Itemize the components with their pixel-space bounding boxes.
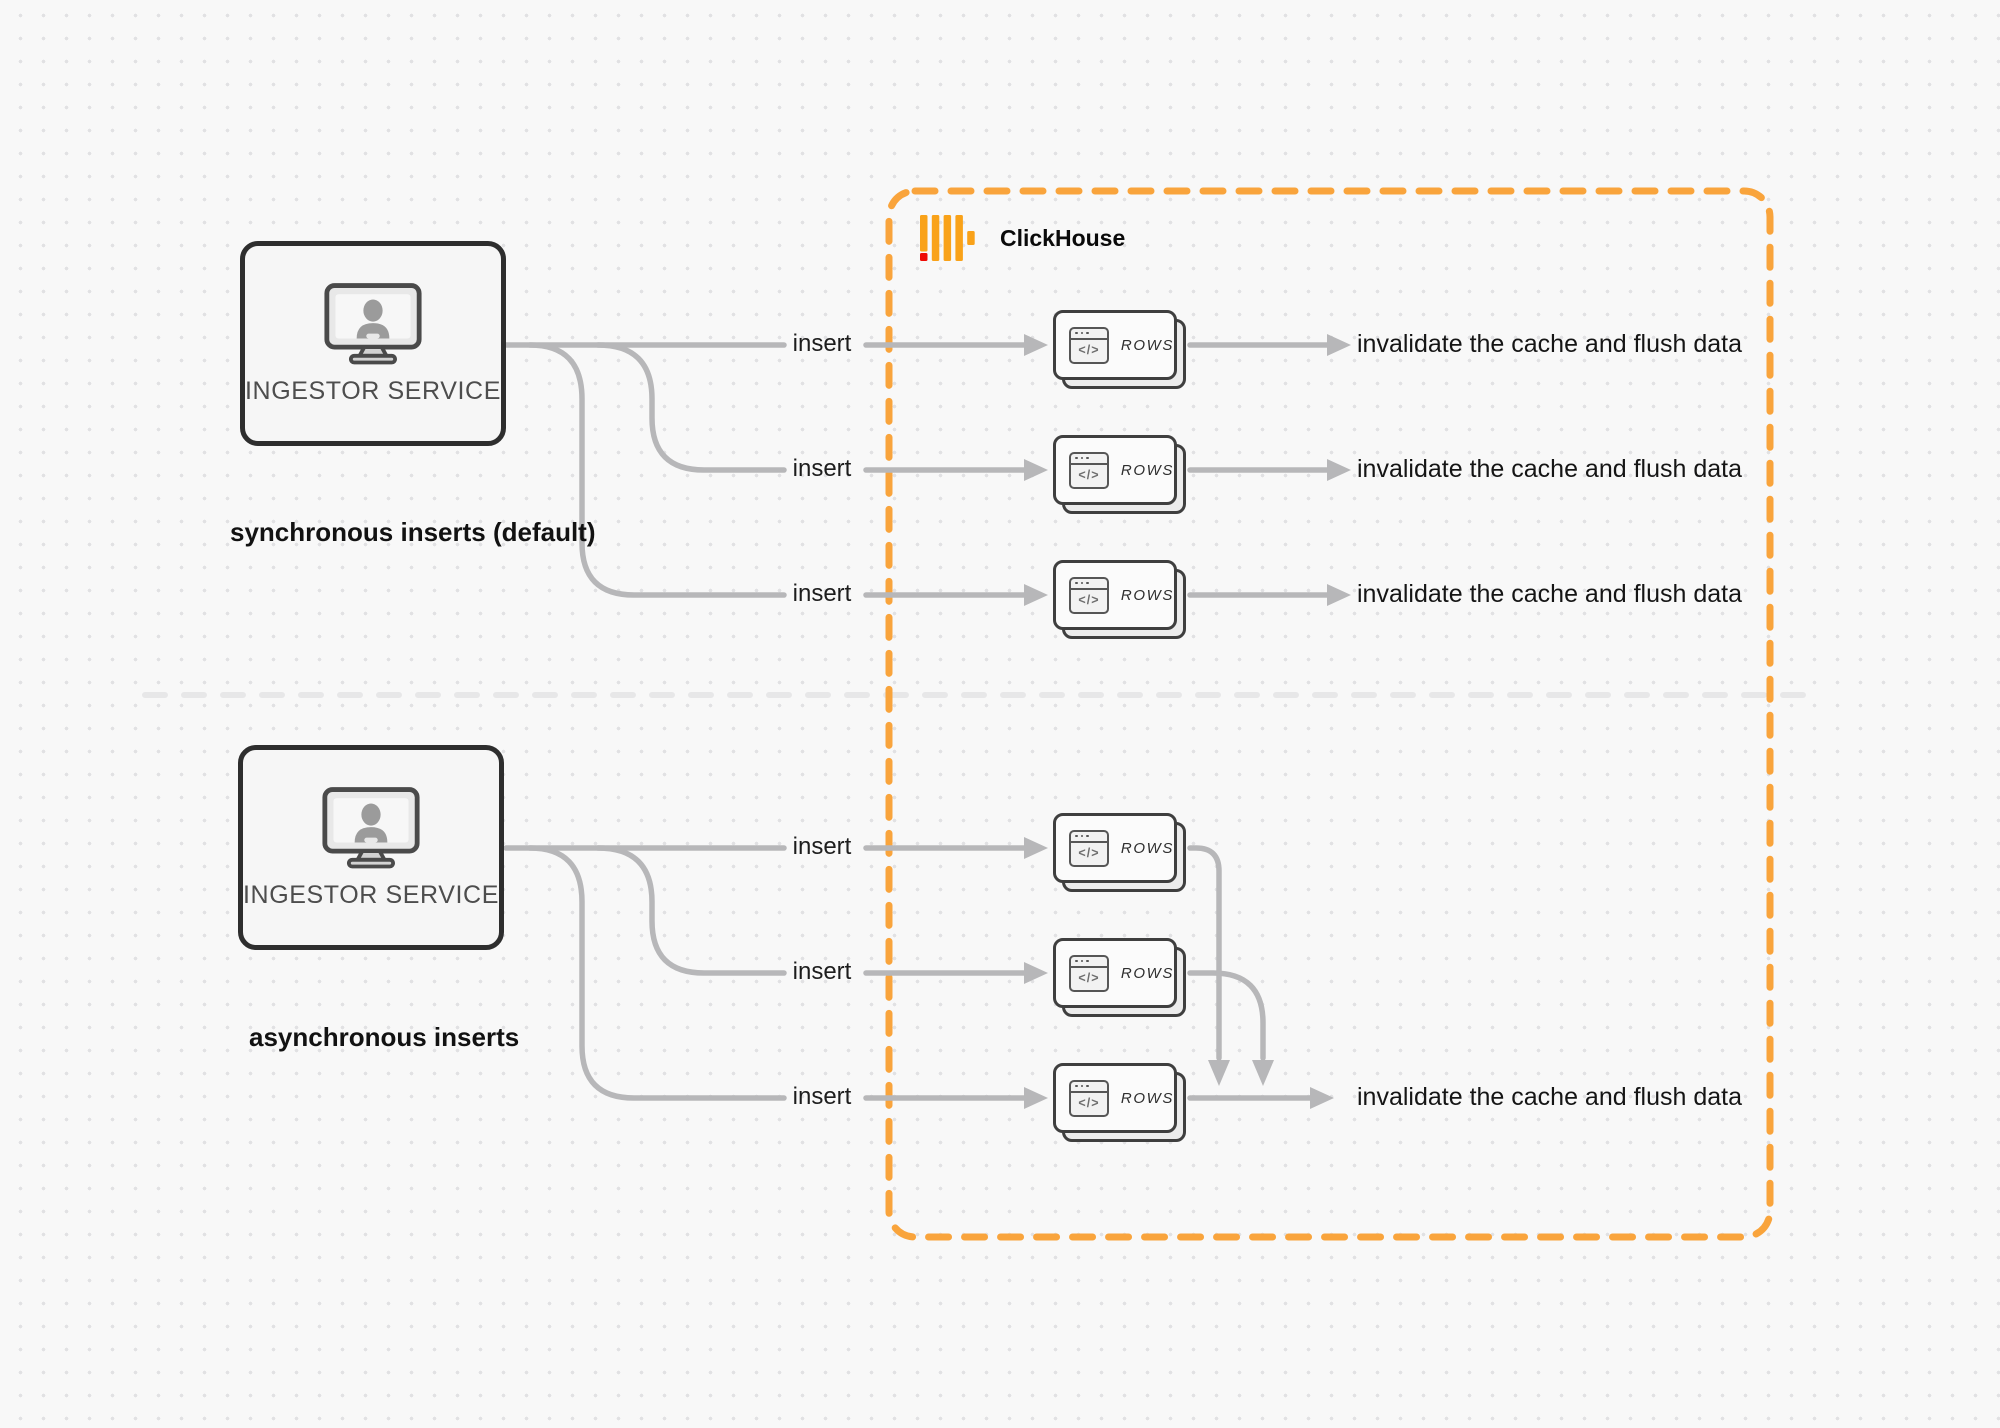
clickhouse-name: ClickHouse bbox=[1000, 224, 1126, 251]
ingestor-service-label: INGESTOR SERVICE bbox=[245, 377, 501, 405]
arrowheads bbox=[1024, 334, 1351, 1109]
rows-card-label: ROWS bbox=[1120, 964, 1174, 982]
code-glyph: </> bbox=[1078, 343, 1100, 357]
sync-line-row2 bbox=[595, 342, 787, 473]
async-converge-line1 bbox=[1187, 845, 1222, 1061]
async-result-label: invalidate the cache and flush data bbox=[1357, 1083, 1742, 1111]
rows-card-async-1: </> ROWS bbox=[1053, 813, 1186, 892]
sync-result-label-1: invalidate the cache and flush data bbox=[1357, 330, 1742, 358]
arrowhead bbox=[1024, 459, 1048, 481]
arrowhead bbox=[1024, 962, 1048, 984]
window-dot-icon bbox=[1080, 1084, 1084, 1088]
window-dot-icon bbox=[1075, 456, 1078, 460]
window-titlebar bbox=[1071, 957, 1107, 968]
connector-lines bbox=[503, 342, 1330, 1101]
clickhouse-boundary-box bbox=[885, 187, 1774, 1241]
rows-card-async-2: </> ROWS bbox=[1053, 938, 1186, 1017]
window-titlebar bbox=[1071, 579, 1107, 590]
code-glyph: </> bbox=[1078, 971, 1100, 985]
code-window-icon: </> bbox=[1069, 576, 1109, 614]
async-section-title: asynchronous inserts bbox=[249, 1022, 520, 1052]
sync-result-label-3: invalidate the cache and flush data bbox=[1357, 580, 1742, 608]
window-titlebar bbox=[1071, 1082, 1107, 1093]
async-insert-label-2: insert bbox=[792, 958, 852, 985]
window-dot-icon bbox=[1075, 1084, 1078, 1088]
sync-line-row3 bbox=[527, 342, 787, 598]
ingestor-service-box-sync: INGESTOR SERVICE bbox=[240, 241, 506, 446]
code-window-icon: </> bbox=[1069, 326, 1109, 364]
window-dot-icon bbox=[1080, 834, 1084, 838]
rows-card-label: ROWS bbox=[1120, 586, 1174, 604]
sync-result-label-2: invalidate the cache and flush data bbox=[1357, 455, 1742, 483]
ingestor-service-label: INGESTOR SERVICE bbox=[243, 881, 499, 909]
arrowhead bbox=[1024, 1087, 1048, 1109]
window-dot-icon bbox=[1086, 331, 1089, 335]
window-dot-icon bbox=[1080, 456, 1084, 460]
code-glyph: </> bbox=[1078, 1096, 1100, 1110]
arrowhead-down bbox=[1252, 1060, 1274, 1086]
async-insert-label-1: insert bbox=[792, 833, 852, 860]
async-insert-label-3: insert bbox=[792, 1083, 852, 1110]
window-dot-icon bbox=[1086, 581, 1089, 585]
clickhouse-logo: ClickHouse bbox=[920, 215, 1125, 261]
arrowhead bbox=[1024, 837, 1048, 859]
window-dot-icon bbox=[1075, 834, 1078, 838]
rows-card-front: </> ROWS bbox=[1053, 560, 1177, 630]
window-dot-icon bbox=[1075, 581, 1078, 585]
code-glyph: </> bbox=[1078, 468, 1100, 482]
async-line-row3 bbox=[527, 845, 787, 1101]
rows-card-sync-2: </> ROWS bbox=[1053, 435, 1186, 514]
rows-card-async-3: </> ROWS bbox=[1053, 1063, 1186, 1142]
code-glyph: </> bbox=[1078, 846, 1100, 860]
sync-section-title: synchronous inserts (default) bbox=[230, 517, 596, 547]
rows-card-sync-3: </> ROWS bbox=[1053, 560, 1186, 639]
code-glyph: </> bbox=[1078, 593, 1100, 607]
window-dot-icon bbox=[1075, 331, 1078, 335]
monitor-user-icon bbox=[322, 787, 420, 869]
window-dot-icon bbox=[1086, 1084, 1089, 1088]
code-window-icon: </> bbox=[1069, 451, 1109, 489]
monitor-user-icon bbox=[324, 283, 422, 365]
window-titlebar bbox=[1071, 454, 1107, 465]
rows-card-sync-1: </> ROWS bbox=[1053, 310, 1186, 389]
code-window-icon: </> bbox=[1069, 1079, 1109, 1117]
rows-card-label: ROWS bbox=[1120, 1089, 1174, 1107]
clickhouse-bars-icon bbox=[920, 215, 975, 261]
window-titlebar bbox=[1071, 832, 1107, 843]
arrowhead bbox=[1327, 334, 1351, 356]
rows-card-label: ROWS bbox=[1120, 336, 1174, 354]
code-window-icon: </> bbox=[1069, 829, 1109, 867]
sync-insert-label-2: insert bbox=[792, 455, 852, 482]
ingestor-service-box-async: INGESTOR SERVICE bbox=[238, 745, 504, 950]
sync-insert-label-1: insert bbox=[792, 330, 852, 357]
window-titlebar bbox=[1071, 329, 1107, 340]
rows-card-label: ROWS bbox=[1120, 461, 1174, 479]
async-converge-line2 bbox=[1187, 970, 1266, 1061]
arrowhead bbox=[1327, 584, 1351, 606]
rows-card-front: </> ROWS bbox=[1053, 813, 1177, 883]
arrowhead bbox=[1310, 1087, 1334, 1109]
code-window-icon: </> bbox=[1069, 954, 1109, 992]
window-dot-icon bbox=[1086, 834, 1089, 838]
rows-card-front: </> ROWS bbox=[1053, 938, 1177, 1008]
window-dot-icon bbox=[1086, 959, 1089, 963]
arrowhead bbox=[1327, 459, 1351, 481]
rows-card-front: </> ROWS bbox=[1053, 1063, 1177, 1133]
window-dot-icon bbox=[1086, 456, 1089, 460]
async-line-row2 bbox=[595, 845, 787, 976]
sync-insert-label-3: insert bbox=[792, 580, 852, 607]
arrowhead bbox=[1024, 334, 1048, 356]
rows-card-label: ROWS bbox=[1120, 839, 1174, 857]
window-dot-icon bbox=[1080, 581, 1084, 585]
arrowhead bbox=[1024, 584, 1048, 606]
arrowhead-down bbox=[1208, 1060, 1230, 1086]
rows-card-front: </> ROWS bbox=[1053, 435, 1177, 505]
window-dot-icon bbox=[1075, 959, 1078, 963]
window-dot-icon bbox=[1080, 331, 1084, 335]
rows-card-front: </> ROWS bbox=[1053, 310, 1177, 380]
window-dot-icon bbox=[1080, 959, 1084, 963]
